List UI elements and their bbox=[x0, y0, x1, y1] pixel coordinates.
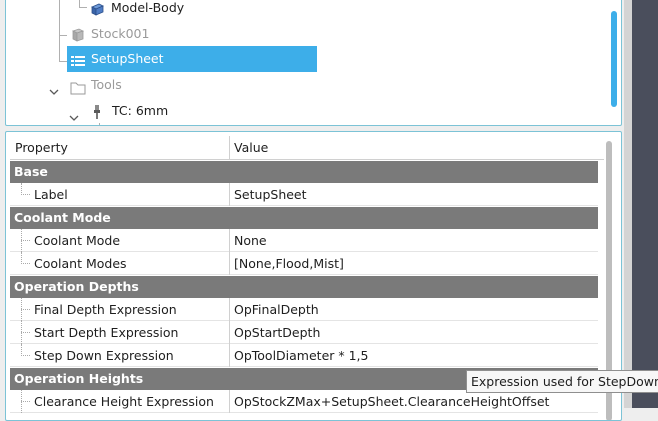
tree-item-setupsheet[interactable]: SetupSheet bbox=[67, 46, 317, 72]
chevron-down-icon[interactable] bbox=[48, 80, 60, 95]
property-row-label[interactable]: Label SetupSheet bbox=[10, 183, 598, 206]
tree-branch-line bbox=[21, 263, 30, 264]
tree-guide-line bbox=[79, 7, 87, 8]
column-header-property[interactable]: Property bbox=[15, 140, 68, 155]
tree-view-panel: Model-Body Stock001 SetupSheet bbox=[5, 0, 622, 126]
property-value[interactable]: OpStockZMax+SetupSheet.ClearanceHeightOf… bbox=[234, 394, 550, 409]
column-header-value[interactable]: Value bbox=[234, 140, 269, 155]
tree-branch-line bbox=[21, 332, 30, 333]
tool-controller-icon bbox=[90, 103, 104, 119]
tree-item-label: Model-Body bbox=[111, 0, 185, 15]
tree-branch-line bbox=[21, 240, 30, 241]
tree-guide-line bbox=[59, 35, 60, 61]
column-divider bbox=[229, 183, 230, 206]
tree-guide-line bbox=[59, 35, 67, 36]
group-header-operation-heights[interactable]: Operation Heights bbox=[10, 368, 598, 390]
selection-highlight bbox=[67, 46, 317, 72]
tooltip: Expression used for StepDown of bbox=[466, 370, 658, 393]
tree-scrollbar[interactable] bbox=[611, 5, 617, 109]
tree-item-model-body[interactable]: Model-Body bbox=[87, 0, 387, 21]
tree-branch-line bbox=[21, 401, 30, 402]
tree-branch-line bbox=[21, 194, 30, 195]
tree-guide-line bbox=[99, 123, 100, 125]
property-name: Step Down Expression bbox=[34, 348, 174, 363]
tree-item-label: Stock001 bbox=[91, 26, 150, 41]
tree-item-label: TC: 6mm bbox=[112, 103, 169, 118]
tree-item-label: Tools bbox=[91, 77, 122, 92]
property-row-start-depth-expression[interactable]: Start Depth Expression OpStartDepth bbox=[10, 321, 598, 344]
stock-cube-icon bbox=[70, 26, 86, 42]
tree-item-stock[interactable]: Stock001 bbox=[67, 21, 367, 47]
tree-branch-line bbox=[21, 355, 30, 356]
property-table-header: Property Value bbox=[10, 136, 604, 160]
tree-branch-line bbox=[21, 183, 22, 195]
property-name: Clearance Height Expression bbox=[34, 394, 214, 409]
property-value[interactable]: [None,Flood,Mist] bbox=[234, 256, 344, 271]
property-value[interactable]: OpFinalDepth bbox=[234, 302, 319, 317]
property-name: Label bbox=[34, 187, 68, 202]
column-divider bbox=[229, 298, 230, 321]
group-header-coolant-mode[interactable]: Coolant Mode bbox=[10, 207, 598, 229]
property-value[interactable]: OpStartDepth bbox=[234, 325, 321, 340]
group-header-operation-depths[interactable]: Operation Depths bbox=[10, 276, 598, 298]
tree-guide-line bbox=[59, 61, 67, 62]
group-header-base[interactable]: Base bbox=[10, 161, 598, 183]
column-divider[interactable] bbox=[229, 136, 230, 159]
property-value[interactable]: None bbox=[234, 233, 267, 248]
property-value[interactable]: SetupSheet bbox=[234, 187, 307, 202]
column-divider bbox=[229, 321, 230, 344]
tree-scrollbar-thumb[interactable] bbox=[611, 11, 617, 107]
property-name: Coolant Mode bbox=[34, 233, 121, 248]
property-scrollbar-thumb[interactable] bbox=[606, 141, 612, 420]
tree-guide-line bbox=[59, 0, 60, 35]
property-name: Final Depth Expression bbox=[34, 302, 177, 317]
column-divider bbox=[229, 390, 230, 413]
column-divider bbox=[229, 252, 230, 275]
tree-item-tool-controller[interactable]: TC: 6mm bbox=[68, 98, 368, 124]
property-row-step-down-expression[interactable]: Step Down Expression OpToolDiameter * 1,… bbox=[10, 344, 598, 367]
body-cube-icon bbox=[89, 0, 105, 16]
tree-branch-line bbox=[21, 309, 30, 310]
3d-view-edge[interactable] bbox=[632, 0, 658, 408]
folder-icon bbox=[70, 78, 86, 95]
spreadsheet-icon bbox=[70, 52, 86, 66]
property-row-coolant-modes[interactable]: Coolant Modes [None,Flood,Mist] bbox=[10, 252, 598, 275]
tree-guide-line bbox=[79, 0, 80, 7]
tree-item-label: SetupSheet bbox=[91, 51, 164, 66]
column-divider bbox=[229, 344, 230, 367]
tree-item-tools[interactable]: Tools bbox=[48, 72, 348, 98]
property-row-clearance-height-expression[interactable]: Clearance Height Expression OpStockZMax+… bbox=[10, 390, 598, 413]
chevron-down-icon[interactable] bbox=[68, 106, 80, 121]
right-side-strip bbox=[624, 0, 658, 408]
property-row-final-depth-expression[interactable]: Final Depth Expression OpFinalDepth bbox=[10, 298, 598, 321]
property-editor-panel: Property Value Base Label SetupSheet Coo… bbox=[5, 131, 622, 421]
property-name: Start Depth Expression bbox=[34, 325, 179, 340]
property-row-coolant-mode[interactable]: Coolant Mode None bbox=[10, 229, 598, 252]
tree-branch-line bbox=[21, 344, 22, 356]
splitter-strip[interactable] bbox=[624, 0, 632, 408]
property-name: Coolant Modes bbox=[34, 256, 127, 271]
property-scrollbar[interactable] bbox=[606, 141, 612, 420]
property-value[interactable]: OpToolDiameter * 1,5 bbox=[234, 348, 369, 363]
tree-branch-line bbox=[21, 252, 22, 264]
column-divider bbox=[229, 229, 230, 252]
